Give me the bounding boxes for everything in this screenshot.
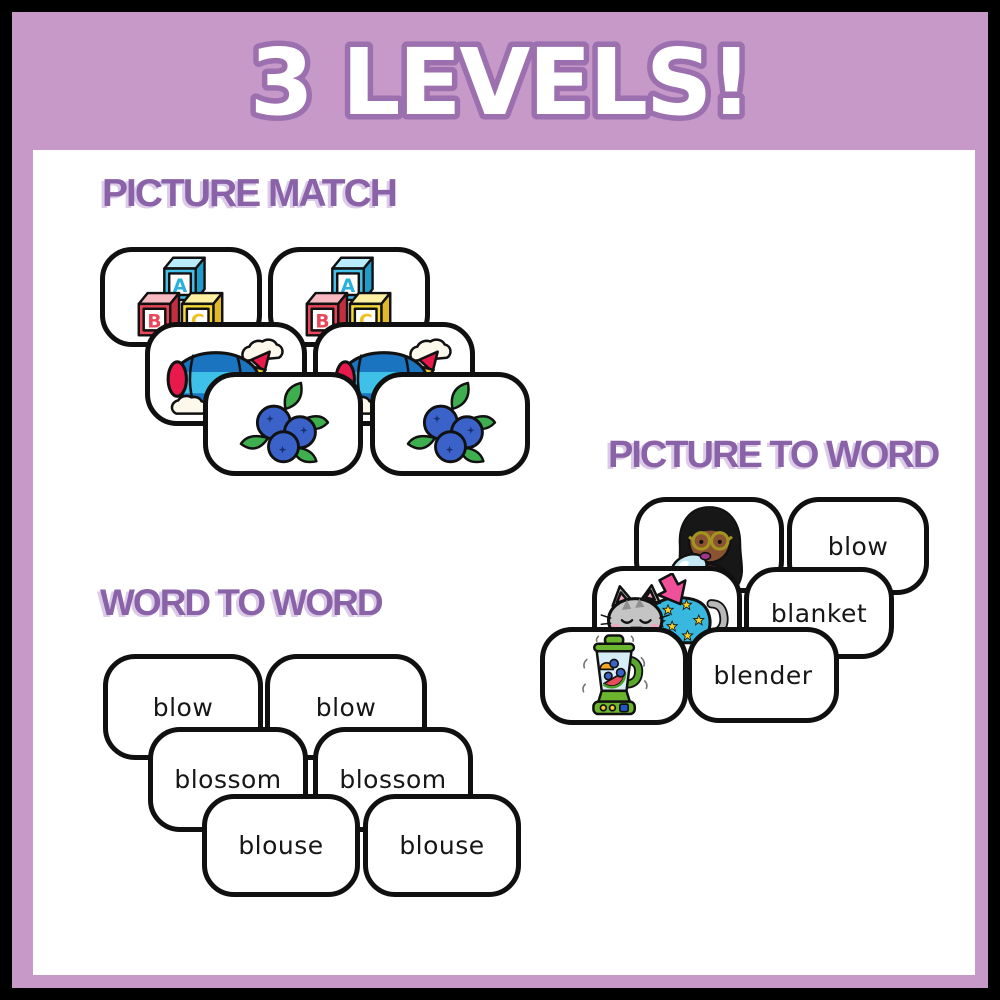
word-to-word-heading: WORD TO WORD xyxy=(100,582,384,623)
word-card-blouse-2: blouse xyxy=(363,794,521,897)
word-label: blender xyxy=(713,660,813,690)
picture-card-blueberries-1 xyxy=(203,372,363,476)
word-label: blow xyxy=(827,531,889,561)
word-label: blow xyxy=(315,692,377,722)
word-label: blanket xyxy=(770,598,868,628)
title-bubble-text: 3 LEVELS! xyxy=(244,24,757,142)
word-label: blossom xyxy=(174,765,282,794)
picture-to-word-heading: PICTURE TO WORD xyxy=(608,434,940,476)
word-card-blouse-1: blouse xyxy=(202,794,360,897)
word-card-blender: blender xyxy=(687,627,839,723)
blueberries-icon xyxy=(235,380,332,469)
picture-card-blueberries-2 xyxy=(370,372,530,476)
word-label: blow xyxy=(152,692,214,722)
picture-card-blender xyxy=(540,627,688,725)
page-title: 3 LEVELS! xyxy=(250,29,750,136)
word-label: blouse xyxy=(238,831,324,860)
word-label: blouse xyxy=(399,831,485,860)
title-banner: 3 LEVELS! xyxy=(0,8,1000,150)
blueberries-icon xyxy=(402,380,499,469)
blender-icon xyxy=(575,633,654,719)
picture-match-heading: PICTURE MATCH xyxy=(102,172,398,215)
word-label: blossom xyxy=(339,765,447,794)
